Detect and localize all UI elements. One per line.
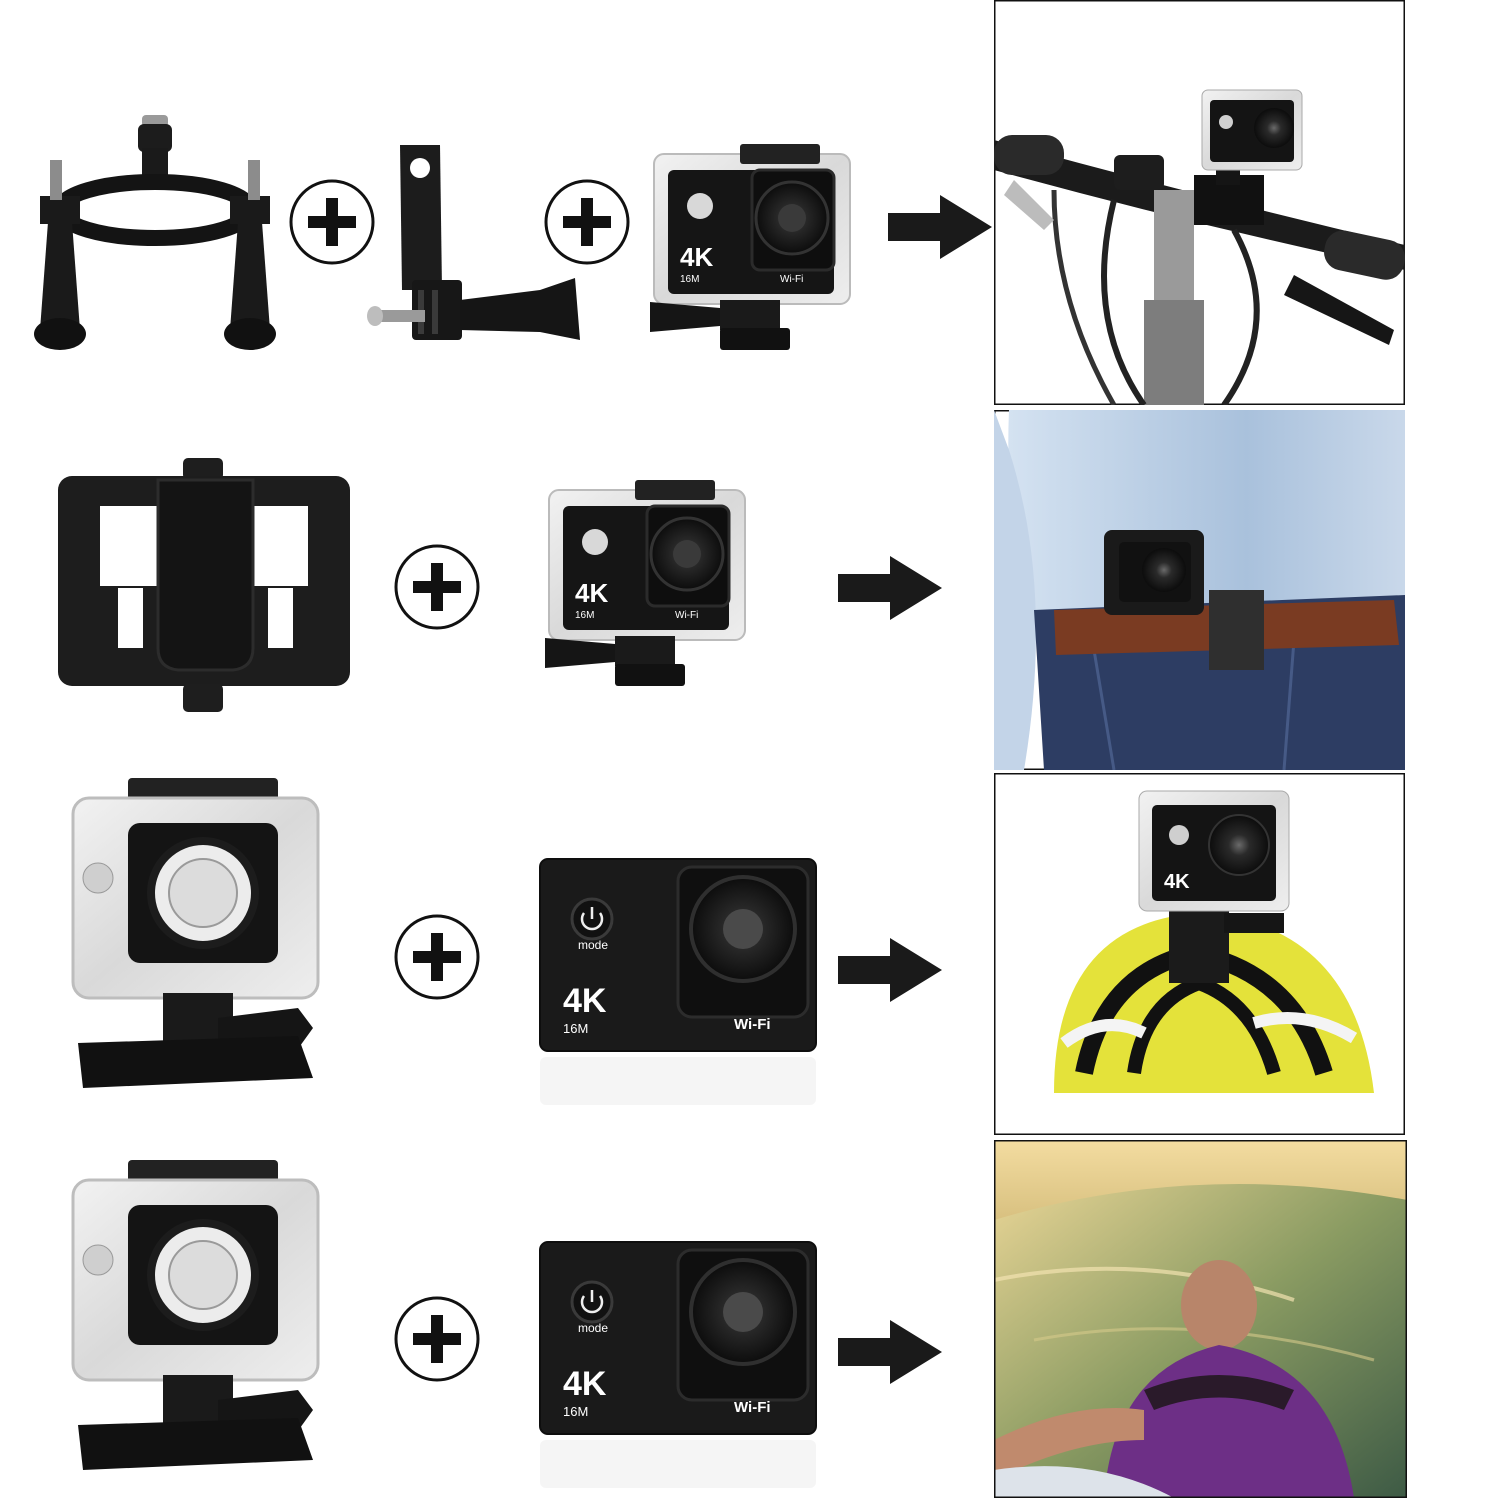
arrow-right-icon — [838, 1320, 942, 1384]
resolution-mark: 4K — [563, 1365, 607, 1403]
handlebar-clamp-mount — [30, 110, 280, 370]
waterproof-case-with-mount — [68, 1160, 320, 1475]
plus-icon — [393, 543, 481, 631]
plus-icon — [288, 178, 376, 266]
extension-arm-adapter — [360, 140, 590, 360]
mode-mark: mode — [578, 938, 608, 952]
resolution-mark: 4K — [1164, 871, 1190, 893]
megapixel-mark: 16M — [680, 274, 699, 285]
camera-in-waterproof-case: 4K 16M Wi-Fi — [640, 140, 860, 355]
belt-mount-photo — [994, 410, 1405, 770]
megapixel-mark: 16M — [563, 1404, 588, 1419]
wifi-mark: Wi-Fi — [675, 610, 698, 621]
bike-handlebar-photo — [994, 0, 1405, 405]
arrow-right-icon — [838, 938, 942, 1002]
megapixel-mark: 16M — [575, 610, 594, 621]
wifi-mark: Wi-Fi — [780, 274, 803, 285]
arrow-right-icon — [838, 556, 942, 620]
waterproof-case-with-mount — [68, 778, 320, 1093]
plus-icon — [543, 178, 631, 266]
wifi-mark: Wi-Fi — [734, 1399, 771, 1416]
plus-icon — [393, 913, 481, 1001]
helmet-mount-photo: 4K — [994, 773, 1405, 1135]
resolution-mark: 4K — [680, 242, 713, 272]
megapixel-mark: 16M — [563, 1021, 588, 1036]
camera-in-waterproof-case: 4K 16M Wi-Fi — [535, 476, 755, 691]
action-camera: mode 4K 16M Wi-Fi — [538, 1240, 818, 1490]
action-camera: mode 4K 16M Wi-Fi — [538, 857, 818, 1107]
resolution-mark: 4K — [575, 578, 608, 608]
surfing-photo — [994, 1140, 1407, 1498]
belt-clip-frame — [58, 458, 350, 713]
wifi-mark: Wi-Fi — [734, 1016, 771, 1033]
arrow-right-icon — [888, 195, 992, 259]
resolution-mark: 4K — [563, 982, 607, 1020]
mode-mark: mode — [578, 1321, 608, 1335]
plus-icon — [393, 1295, 481, 1383]
